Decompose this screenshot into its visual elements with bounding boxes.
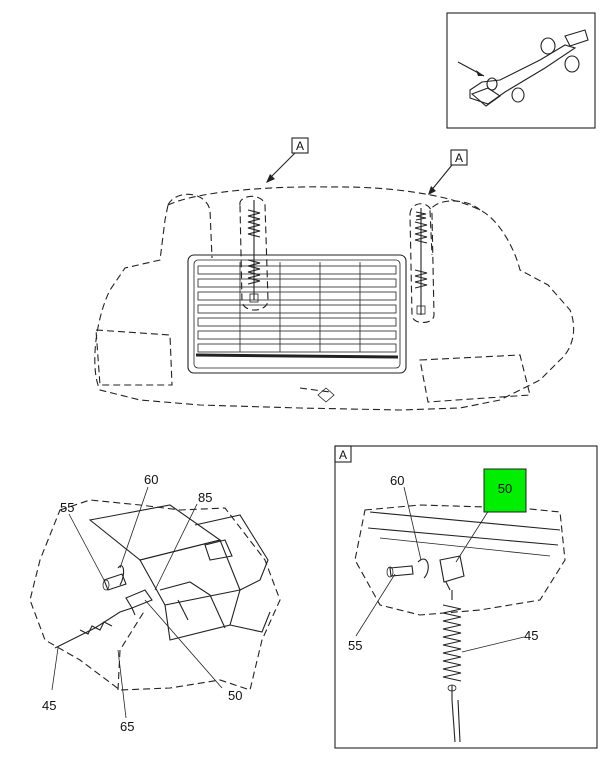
hood-spring-right (409, 203, 435, 324)
detail-callout-45: 45 (524, 628, 538, 643)
svg-text:A: A (339, 448, 347, 462)
callout-45: 45 (42, 698, 56, 713)
callout-85: 85 (198, 490, 212, 505)
left-detail: 55 60 85 45 50 65 (29, 472, 281, 734)
grille-bar (197, 265, 397, 275)
view-ref-right: A (428, 149, 468, 195)
hood-outline (94, 186, 575, 411)
callout-65: 65 (120, 719, 134, 734)
grille-bar (197, 278, 397, 288)
locator-inset (446, 12, 596, 129)
grille-bar (197, 330, 397, 340)
highlighted-part-50[interactable]: 50 (483, 468, 527, 513)
grille-bar (197, 291, 397, 301)
grille-bar (197, 343, 397, 353)
highlight-box (483, 468, 527, 513)
view-ref-left: A (266, 137, 309, 183)
svg-text:A: A (296, 139, 304, 153)
detail-a-frame: A (334, 445, 598, 749)
detail-a-parts: 60 55 45 (348, 473, 566, 743)
detail-callout-55: 55 (348, 638, 362, 653)
callout-50: 50 (228, 688, 242, 703)
callout-55: 55 (60, 500, 74, 515)
detail-callout-50: 50 (498, 481, 512, 496)
grille-bar (197, 317, 397, 327)
detail-callout-60: 60 (390, 473, 404, 488)
hood-spring-left (239, 195, 269, 311)
grille-bar (197, 304, 397, 314)
grille (187, 254, 407, 374)
svg-text:A: A (455, 151, 463, 165)
callout-60: 60 (144, 472, 158, 487)
